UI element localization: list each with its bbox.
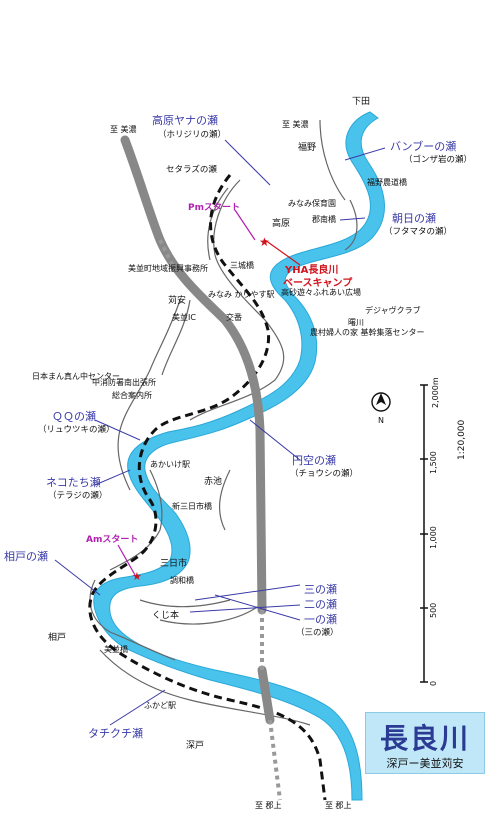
fac-sogo: 総合案内所 bbox=[112, 390, 152, 400]
place-shimoda: 下田 bbox=[352, 96, 370, 107]
scale-tick-2000: 2,000m bbox=[431, 377, 440, 408]
fac-akaike-st: あかいけ駅 bbox=[150, 460, 190, 469]
scale-tick-500: 500 bbox=[429, 603, 438, 618]
rapid-bamboo-sub: （ゴンザ岩の瀬） bbox=[404, 154, 472, 165]
nagara-river bbox=[93, 111, 385, 801]
fac-wakabashi: 調和橋 bbox=[170, 575, 194, 585]
rapid-takahara-yana: 高原ヤナの瀬 bbox=[152, 113, 218, 127]
rapid-engu: 円空の瀬 bbox=[292, 453, 336, 467]
place-fukado: 深戸 bbox=[186, 740, 204, 751]
scale-bar: 2,000m 1,500 1,000 500 0 1:20,000 bbox=[420, 377, 467, 686]
fac-minami-hoiku: みなみ保育園 bbox=[288, 198, 336, 208]
expressway-lower bbox=[257, 665, 275, 725]
dir-mino2: 至 美濃 bbox=[282, 119, 309, 129]
rapid-asahi-sub: （フタマタの瀬） bbox=[384, 226, 452, 237]
pm-start-leader bbox=[234, 209, 256, 241]
fac-shinmikkaichi: 新三日市橋 bbox=[172, 501, 212, 511]
rapid-setarazu: セタラズの瀬 bbox=[166, 164, 217, 175]
fac-mino-ic: 美並IC bbox=[172, 312, 196, 322]
road-network bbox=[89, 119, 358, 726]
fac-gonan: 郡南橋 bbox=[312, 214, 336, 224]
north-arrow: N bbox=[371, 392, 391, 425]
expressway bbox=[120, 135, 267, 615]
am-start-star-icon: ★ bbox=[132, 571, 142, 583]
place-fukuno: 福野 bbox=[298, 141, 316, 153]
dir-gujo1: 至 郡上 bbox=[255, 800, 282, 810]
fac-minami-bridge: 美並橋 bbox=[104, 644, 128, 654]
rapid-qq: ＱＱの瀬 bbox=[52, 409, 96, 423]
rapid-ichinose-sub: （三の瀬） bbox=[296, 627, 339, 638]
fac-office: 美並町地域振興事務所 bbox=[128, 263, 208, 273]
fac-akebono: 曙川 bbox=[348, 318, 364, 327]
scale-tick-1000: 1,000 bbox=[429, 526, 438, 549]
place-kujimoto: くじ本 bbox=[152, 609, 179, 621]
expressway-dashed-bottom bbox=[268, 719, 282, 801]
rapid-qq-sub: （リュウツキの瀬） bbox=[38, 424, 115, 435]
basecamp-label-2: ベースキャンプ bbox=[283, 276, 353, 289]
place-mikkaichi: 三日市 bbox=[160, 557, 187, 569]
rapid-asahi: 朝日の瀬 bbox=[392, 211, 436, 225]
place-takahara: 高原 bbox=[272, 217, 290, 229]
fac-nihon-center: 日本まん真ん中センター bbox=[32, 371, 120, 381]
place-aido: 相戸 bbox=[48, 631, 66, 643]
pm-start-label: Pmスタート bbox=[188, 201, 240, 213]
basecamp-star-icon: ★ bbox=[259, 235, 270, 249]
rapid-ninose: 二の瀬 bbox=[304, 597, 337, 611]
railway-line bbox=[88, 174, 327, 801]
fac-takasago: 高砂遊々ふれあい広場 bbox=[281, 287, 361, 297]
place-kariyasu: 苅安 bbox=[168, 294, 186, 306]
fac-chusho: 中消防署南出張所 bbox=[92, 377, 156, 387]
map-subtitle: 深戸ー美並苅安 bbox=[386, 757, 464, 770]
scale-tick-1500: 1,500 bbox=[429, 451, 438, 474]
basecamp-leader bbox=[264, 239, 301, 266]
rapid-neko: ネコたち瀬 bbox=[46, 475, 101, 489]
fac-fukuno-bridge: 福野農道橋 bbox=[367, 177, 407, 187]
am-start-label: Amスタート bbox=[86, 533, 138, 545]
title-box: 長良川 深戸ー美並苅安 bbox=[365, 712, 485, 774]
fac-noumura: 農村婦人の家 基幹集落センター bbox=[310, 327, 425, 337]
scale-ratio: 1:20,000 bbox=[457, 419, 467, 460]
dir-mino: 至 美濃 bbox=[110, 124, 137, 134]
scale-tick-0: 0 bbox=[429, 681, 438, 686]
place-akaike: 赤池 bbox=[204, 475, 222, 487]
north-label: N bbox=[378, 416, 384, 425]
rapid-aido-yama: 相戸の瀬 bbox=[4, 549, 48, 563]
rapid-bamboo: バンブーの瀬 bbox=[390, 139, 456, 153]
rapid-sannose: 三の瀬 bbox=[304, 582, 337, 596]
fac-koban: 交番 bbox=[226, 312, 242, 322]
map-title: 長良川 bbox=[379, 722, 470, 755]
rapid-takahara-yana-sub: （ホリジリの瀬） bbox=[158, 129, 226, 140]
rapid-neko-sub: （テラジの瀬） bbox=[48, 490, 107, 501]
rapid-ichinose: 一の瀬 bbox=[304, 612, 337, 626]
expressway-dashed-top bbox=[158, 239, 177, 271]
basecamp-label-1: YHA長良川 bbox=[284, 263, 338, 276]
fac-kariyasu-st: みなみ かりやす駅 bbox=[208, 290, 275, 299]
rapid-tachi: タチクチ瀬 bbox=[88, 726, 143, 740]
rapid-leader-lines bbox=[54, 139, 386, 726]
rapid-engu-sub: （チョウシの瀬） bbox=[290, 468, 358, 479]
am-start-leader bbox=[117, 544, 136, 576]
fac-mishiro: 三城橋 bbox=[230, 260, 254, 270]
dir-gujo2: 至 郡上 bbox=[325, 800, 352, 810]
fac-dejavu: デジャヴクラブ bbox=[365, 305, 421, 315]
fac-fukado-st: ふかど駅 bbox=[144, 701, 176, 710]
